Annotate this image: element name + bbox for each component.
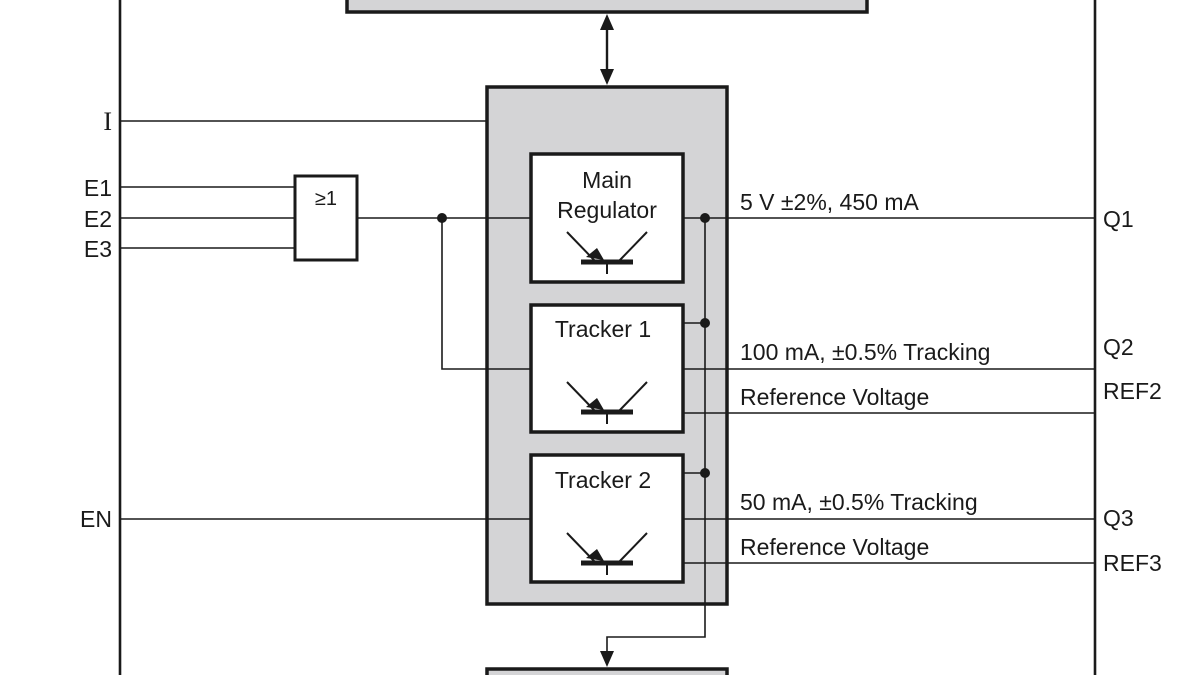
input-label-en: EN: [80, 506, 112, 532]
wire-enable-tracker1: [441, 218, 531, 370]
q3-pin: Q3: [1103, 505, 1134, 531]
q2-pin: Q2: [1103, 334, 1134, 360]
tracker1-label: Tracker 1: [555, 316, 651, 342]
ref3-spec: Reference Voltage: [740, 534, 929, 560]
input-label-i: I: [103, 107, 112, 136]
wire-reference-bus: [606, 218, 706, 655]
q1-pin: Q1: [1103, 206, 1134, 232]
ref3-pin: REF3: [1103, 550, 1162, 576]
or-gate: [293, 174, 359, 262]
top-block: [345, 0, 869, 14]
q2-spec: 100 mA, ±0.5% Tracking: [740, 339, 990, 365]
q1-spec: 5 V ±2%, 450 mA: [740, 189, 919, 215]
main-regulator-label-line2: Regulator: [557, 197, 657, 223]
ref2-pin: REF2: [1103, 378, 1162, 404]
tracker2-label: Tracker 2: [555, 467, 651, 493]
ref2-spec: Reference Voltage: [740, 384, 929, 410]
input-label-e2: E2: [84, 206, 112, 232]
arrow-down-icon: [600, 69, 614, 85]
arrow-down-icon: [600, 651, 614, 667]
or-gate-symbol: ≥1: [315, 188, 337, 210]
input-label-e3: E3: [84, 236, 112, 262]
input-label-e1: E1: [84, 175, 112, 201]
main-regulator-label-line1: Main: [582, 167, 632, 193]
q3-spec: 50 mA, ±0.5% Tracking: [740, 489, 978, 515]
bottom-block: [485, 667, 729, 675]
arrow-up-icon: [600, 14, 614, 30]
bidirectional-arrow: [600, 14, 614, 85]
